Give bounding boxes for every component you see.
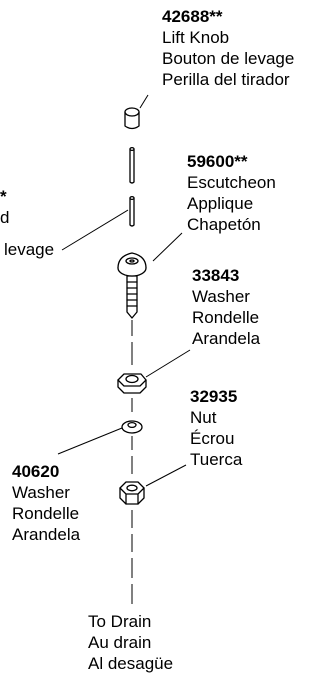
leader-partial-left bbox=[61, 209, 129, 251]
part-label-escutcheon: 59600** Escutcheon Applique Chapetón bbox=[187, 151, 276, 235]
drain-label-en: To Drain bbox=[88, 612, 152, 631]
partial-label-left-line2: d bbox=[0, 208, 10, 227]
leader-lower-washer bbox=[57, 427, 123, 455]
part-number: 59600** bbox=[187, 152, 248, 171]
part-number: 40620 bbox=[12, 462, 60, 481]
part-number: 33843 bbox=[192, 266, 240, 285]
leader-upper-washer bbox=[145, 349, 191, 378]
part-number: 42688** bbox=[162, 7, 223, 26]
part-name-es: Arandela bbox=[192, 329, 261, 348]
part-name-en: Washer bbox=[192, 287, 250, 306]
leader-lift-knob bbox=[139, 94, 149, 109]
leader-nut bbox=[145, 464, 187, 487]
part-label-lift-knob: 42688** Lift Knob Bouton de levage Peril… bbox=[162, 6, 294, 90]
part-label-upper-washer: 33843 Washer Rondelle Arandela bbox=[192, 265, 260, 349]
part-label-lower-washer: 40620 Washer Rondelle Arandela bbox=[12, 461, 80, 545]
lift-rod-upper-part bbox=[129, 146, 135, 184]
drain-label-fr: Au drain bbox=[88, 633, 152, 652]
nut-part bbox=[119, 481, 145, 505]
upper-washer-part bbox=[117, 373, 147, 394]
lower-washer-part bbox=[121, 420, 143, 434]
part-name-en: Lift Knob bbox=[162, 28, 230, 47]
drain-label: To Drain Au drain Al desagüe bbox=[88, 611, 173, 674]
partial-label-left-number: * bbox=[0, 187, 7, 206]
leader-escutcheon bbox=[152, 232, 183, 262]
part-name-fr: Rondelle bbox=[192, 308, 260, 327]
part-number: 32935 bbox=[190, 387, 238, 406]
part-name-en: Escutcheon bbox=[187, 173, 276, 192]
part-name-fr: Écrou bbox=[190, 429, 235, 448]
part-name-es: Arandela bbox=[12, 525, 81, 544]
part-name-fr: Bouton de levage bbox=[162, 49, 295, 68]
part-name-en: Nut bbox=[190, 408, 217, 427]
part-name-es: Chapetón bbox=[187, 215, 261, 234]
lift-rod-lower-part bbox=[129, 195, 135, 227]
drain-label-es: Al desagüe bbox=[88, 654, 174, 673]
escutcheon-part bbox=[117, 252, 147, 319]
part-name-en: Washer bbox=[12, 483, 70, 502]
part-name-es: Perilla del tirador bbox=[162, 70, 290, 89]
partial-label-left-line3: levage bbox=[4, 240, 55, 259]
part-name-fr: Applique bbox=[187, 194, 254, 213]
part-name-es: Tuerca bbox=[190, 450, 243, 469]
part-label-nut: 32935 Nut Écrou Tuerca bbox=[190, 386, 242, 470]
part-name-fr: Rondelle bbox=[12, 504, 80, 523]
lift-knob-part bbox=[124, 107, 140, 130]
